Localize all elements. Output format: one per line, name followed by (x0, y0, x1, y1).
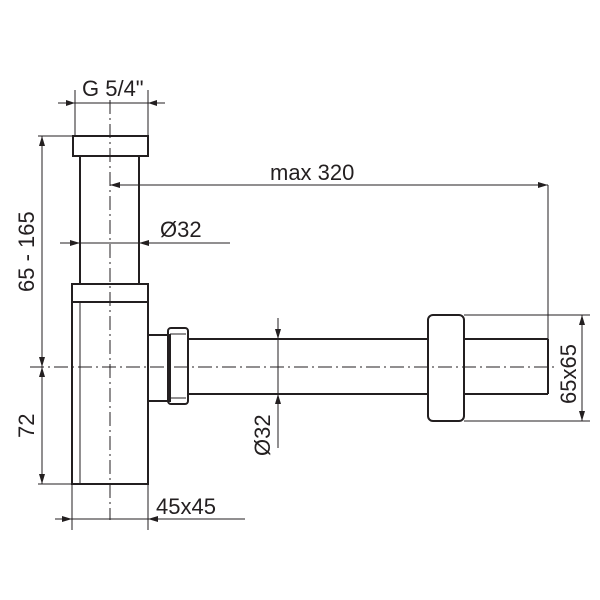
dim-tube-diameter-upper-label: Ø32 (160, 217, 202, 242)
dim-outlet-size-label: 65x65 (556, 344, 581, 404)
dim-lower-height: 72 (14, 367, 72, 485)
dim-thread-label: G 5/4" (82, 76, 144, 101)
dim-lower-height-label: 72 (14, 414, 39, 438)
upper-tube (79, 156, 140, 284)
dim-body-size: 45x45 (55, 484, 245, 530)
dim-height-range-label: 65 - 165 (14, 211, 39, 292)
dim-max-length: max 320 (110, 160, 549, 339)
dim-thread: G 5/4" (58, 76, 165, 136)
dim-outlet-diameter-label: Ø32 (250, 414, 275, 456)
dim-body-size-label: 45x45 (156, 494, 216, 519)
dim-outlet-diameter: Ø32 (250, 318, 281, 456)
outlet-nut (167, 327, 189, 405)
dim-max-length-label: max 320 (270, 160, 354, 185)
dim-tube-diameter-upper: Ø32 (60, 217, 230, 246)
outlet-nut-flange (147, 334, 171, 402)
dim-outlet-size: 65x65 (464, 314, 590, 422)
dim-height-range: 65 - 165 (14, 135, 73, 367)
outlet-tube (188, 338, 428, 395)
wall-flange (427, 314, 465, 422)
